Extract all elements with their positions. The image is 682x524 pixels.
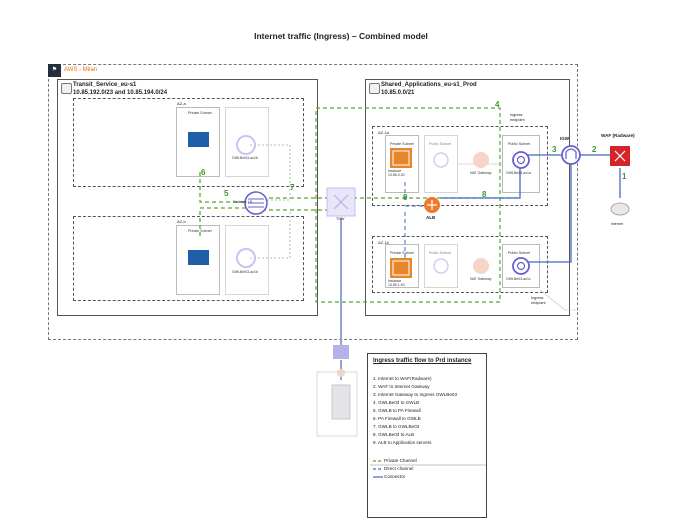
step-number-1: 1 bbox=[622, 172, 627, 181]
gwlb-endpoint-label-top: GWLB/e03-az1b bbox=[232, 156, 258, 160]
direct-channel-gwlbe-alb bbox=[440, 160, 521, 199]
gwlbe-endpoint-icon-top bbox=[512, 151, 530, 169]
gwlbe-endpoint-icon-bottom bbox=[512, 257, 530, 275]
legend-step: 3. Internet Gateway to Ingress GWLBe03 bbox=[373, 392, 458, 397]
aws-region-boundary bbox=[48, 64, 578, 340]
ec2-instance-icon-top bbox=[390, 148, 412, 168]
shared-public-subnet-bottom: Public Subnet bbox=[424, 244, 458, 288]
subnet-label: Private Subnet bbox=[188, 111, 212, 115]
transit-az-bottom: AZ-b bbox=[73, 216, 304, 301]
transit-account: Transit_Service_eu-s1 10.85.192.0/23 and… bbox=[57, 79, 318, 316]
internet-label: internet bbox=[611, 222, 623, 226]
step-number-2: 2 bbox=[592, 145, 597, 154]
legend-step: 4. GWLBe03 to GWLB bbox=[373, 400, 420, 405]
az-label: AZ-a bbox=[177, 101, 186, 106]
faded-endpoint-icon-top bbox=[433, 152, 449, 168]
paloalto-logo-top bbox=[183, 119, 213, 167]
on-prem-box bbox=[316, 371, 358, 437]
diagram-title: Internet traffic (Ingress) – Combined mo… bbox=[254, 31, 428, 41]
legend-step: 8. GWLBe03 to ALB bbox=[373, 432, 415, 437]
account-icon bbox=[61, 83, 72, 94]
igw-label: IGW bbox=[560, 136, 569, 141]
legend-private-channel: Private Channel bbox=[384, 458, 417, 463]
private-channel-fw-top bbox=[199, 172, 262, 203]
paloalto-text-bottom: paloalto bbox=[188, 268, 203, 273]
tgw-icon bbox=[326, 187, 356, 217]
ingress-endpoint-label-bottom: Ingress endpoint bbox=[531, 296, 546, 305]
step-number-3: 3 bbox=[552, 145, 557, 154]
shared-account: Shared_Applications_eu-s1_Prod 10.85.0.0… bbox=[365, 79, 570, 316]
legend-step: 9. ALB to Application servers bbox=[373, 440, 432, 445]
transit-account-cidr: 10.85.192.0/23 and 10.85.194.0/24 bbox=[73, 89, 168, 96]
transit-account-name: Transit_Service_eu-s1 bbox=[73, 82, 137, 88]
paloalto-text-top: paloalto bbox=[188, 150, 203, 155]
az-label: AZ-b bbox=[177, 219, 186, 224]
connector-igw-gwlbe-bottom bbox=[528, 162, 572, 263]
legend-direct-channel: Direct channel bbox=[384, 466, 414, 471]
legend-step: 1. Internet to WAF(Radware) bbox=[373, 376, 432, 381]
step-number-7: 7 bbox=[290, 183, 295, 192]
step-number-6: 6 bbox=[201, 168, 206, 177]
connector-endpoint-bottom bbox=[250, 210, 291, 259]
transit-public-subnet-top bbox=[225, 107, 269, 177]
nat-gateway-label-bottom: NAT Gateway bbox=[470, 277, 492, 281]
shared-az-bottom: AZ-1b bbox=[372, 236, 548, 293]
az-label: AZ-1b bbox=[378, 240, 389, 245]
gateway-lb-label: Gateway LB bbox=[233, 200, 253, 204]
vpn-icon bbox=[333, 345, 349, 359]
ingress-endpoint-label-top: Ingress endpoint bbox=[510, 113, 525, 122]
alb-label: ALB bbox=[426, 215, 436, 220]
step-number-5: 5 bbox=[224, 189, 229, 198]
step-number-8: 8 bbox=[482, 190, 487, 199]
step-number-9: 9 bbox=[403, 193, 408, 202]
ingress-endpoint-pointer bbox=[539, 289, 580, 311]
subnet-label: Private Subnet bbox=[390, 142, 414, 146]
legend-step: 6. PA Firewall to GWLB bbox=[373, 416, 421, 421]
instance-label-top: Instance 10.85.0.30 bbox=[388, 169, 405, 177]
step-number-4: 4 bbox=[495, 100, 500, 109]
connector-endpoint-top bbox=[250, 144, 291, 201]
server-icon bbox=[331, 384, 351, 420]
shared-account-name: Shared_Applications_eu-s1_Prod bbox=[381, 82, 477, 88]
shared-az-top: AZ-1a bbox=[372, 126, 548, 206]
paloalto-logo-bottom bbox=[183, 237, 213, 285]
legend-box bbox=[367, 353, 487, 518]
gwlb-endpoint-icon-bottom bbox=[236, 248, 256, 268]
legend-connector: Connector bbox=[384, 474, 406, 479]
account-icon bbox=[369, 83, 380, 94]
tgw-label: TGW bbox=[336, 217, 345, 221]
gwlb-endpoint-label-bottom: GWLB/e03-az1b bbox=[232, 270, 258, 274]
gwlbe-label-top: GWLBe03-az1a bbox=[506, 171, 531, 175]
shared-public-subnet-top: Public Subnet bbox=[424, 135, 458, 193]
legend-step: 7. GWLB to GWLBe03 bbox=[373, 424, 420, 429]
gwlb-endpoint-icon-top bbox=[236, 135, 256, 155]
aws-region-flag-icon: ⚑ bbox=[48, 64, 61, 77]
customer-gateway-icon bbox=[337, 369, 345, 377]
az-label: AZ-1a bbox=[378, 130, 389, 135]
waf-label: WAF (Radware) bbox=[601, 133, 635, 138]
subnet-label: Private Subnet bbox=[188, 229, 212, 233]
shared-account-cidr: 10.85.0.0/21 bbox=[381, 89, 415, 96]
gwlbe-label-bottom: GWLBe04-az1c bbox=[506, 277, 531, 281]
ec2-instance-icon-bottom bbox=[390, 258, 412, 278]
nat-gateway-icon-top bbox=[473, 152, 489, 168]
nat-gateway-label-top: NAT Gateway bbox=[470, 171, 492, 175]
private-channel-fw-bottom bbox=[199, 207, 262, 236]
transit-az-top: AZ-a bbox=[73, 98, 304, 187]
legend-step: 5. GWLB to PA Firewall bbox=[373, 408, 421, 413]
region-label: AWS - Milan bbox=[64, 67, 98, 73]
legend-step: 2. WAF to Internet Gateway bbox=[373, 384, 430, 389]
nat-gateway-icon-bottom bbox=[473, 258, 489, 274]
legend-title: Ingress traffic flow to Prd instance bbox=[373, 358, 472, 364]
faded-endpoint-icon-bottom bbox=[433, 258, 449, 274]
transit-public-subnet-bottom bbox=[225, 225, 269, 295]
internet-cloud-icon bbox=[610, 202, 630, 216]
private-channel-loop bbox=[315, 107, 501, 303]
instance-label-bottom: Instance 10.85.1.40 bbox=[388, 279, 405, 287]
